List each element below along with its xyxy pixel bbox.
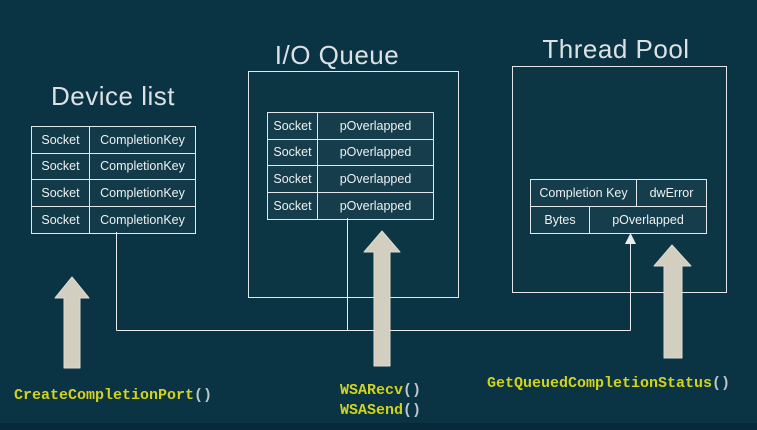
thread-pool-title: Thread Pool: [542, 34, 690, 64]
table-cell: dwError: [637, 180, 706, 207]
table-cell: pOverlapped: [339, 198, 412, 213]
table-cell: Socket: [268, 192, 318, 219]
table-row: Socket pOverlapped: [268, 139, 433, 166]
table-row: Socket pOverlapped: [268, 166, 433, 193]
io-queue-box: [248, 71, 459, 298]
table-cell: pOverlapped: [318, 113, 433, 140]
table-row: Socket pOverlapped: [268, 192, 433, 219]
table-cell: Socket: [32, 180, 90, 207]
io-queue-title: I/O Queue: [274, 40, 400, 70]
table-cell: Socket: [32, 153, 90, 180]
function-parens: (): [194, 387, 213, 404]
table-cell: CompletionKey: [90, 127, 195, 154]
table-cell: Socket: [268, 139, 318, 166]
table-cell: CompletionKey: [90, 180, 195, 207]
table-cell: Socket: [268, 166, 318, 193]
table-cell: Socket: [268, 113, 318, 140]
table-cell: Socket: [32, 206, 90, 233]
bottom-letterbox-strip: [0, 423, 757, 430]
table-row: Socket pOverlapped: [268, 113, 433, 140]
table-row: Completion Key dwError: [531, 180, 706, 207]
table-row: Bytes pOverlapped: [531, 206, 706, 233]
table-cell: CompletionKey: [90, 154, 195, 180]
function-parens: (): [403, 402, 422, 419]
wsa-recv-label: WSARecv(): [340, 383, 421, 398]
thread-pool-table: Completion Key dwError Bytes pOverlapped: [530, 179, 707, 234]
table-cell: pOverlapped: [318, 140, 433, 166]
table-cell: Bytes: [531, 206, 590, 233]
table-cell: Socket: [32, 127, 90, 154]
table-cell: pOverlapped: [612, 212, 684, 227]
table-row: Socket CompletionKey: [32, 127, 195, 154]
function-parens: (): [712, 375, 731, 392]
table-cell: CompletionKey: [100, 212, 185, 227]
io-queue-table: Socket pOverlapped Socket pOverlapped So…: [267, 112, 434, 220]
get-queued-completion-status-label: GetQueuedCompletionStatus(): [487, 376, 730, 391]
table-cell: pOverlapped: [318, 166, 433, 193]
function-name: GetQueuedCompletionStatus: [487, 375, 713, 392]
table-cell: Completion Key: [531, 180, 637, 207]
table-row: Socket CompletionKey: [32, 180, 195, 207]
function-name: WSARecv: [340, 382, 404, 399]
device-list-table: Socket CompletionKey Socket CompletionKe…: [31, 126, 196, 234]
create-completion-port-label: CreateCompletionPort(): [14, 388, 212, 403]
thread-pool-box: [512, 66, 727, 293]
wsa-send-label: WSASend(): [340, 403, 421, 418]
function-parens: (): [403, 382, 422, 399]
function-name: WSASend: [340, 402, 404, 419]
device-list-title: Device list: [51, 81, 175, 111]
table-row: Socket CompletionKey: [32, 206, 195, 233]
function-name: CreateCompletionPort: [14, 387, 195, 404]
table-row: Socket CompletionKey: [32, 153, 195, 180]
up-arrow-create-completion-port-icon: [54, 276, 90, 369]
